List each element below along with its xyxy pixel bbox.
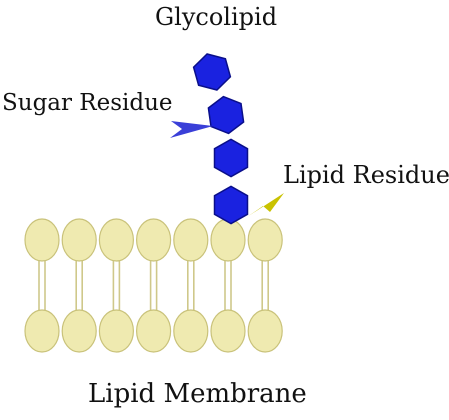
lipid-head-top	[173, 218, 209, 262]
sugar-hexagon-icon	[192, 53, 232, 91]
lipid-head-bottom	[61, 309, 97, 353]
sugar-hexagon-icon	[213, 185, 249, 225]
lipid-head-top	[24, 218, 60, 262]
lipid-head-top	[98, 218, 135, 262]
lipid-head-bottom	[24, 309, 60, 353]
pointer-arrows	[170, 121, 284, 217]
lipid-head-top	[247, 218, 283, 262]
lipid-head-top	[61, 218, 97, 262]
sugar-residue-label: Sugar Residue	[2, 90, 173, 116]
lipid-head-bottom	[247, 309, 283, 353]
lipid-head-bottom	[136, 309, 172, 353]
sugar-hexagon-icon	[213, 138, 249, 178]
sugar-chain	[192, 53, 249, 225]
lipid-head-bottom	[173, 309, 209, 353]
lipid-bilayer	[24, 218, 283, 353]
lipid-head-bottom	[98, 309, 135, 353]
sugar-hexagon-icon	[207, 95, 245, 135]
sugar-residue-arrow	[170, 121, 213, 138]
lipid-head-top	[210, 218, 246, 262]
lipid-membrane-label: Lipid Membrane	[88, 379, 307, 409]
lipid-head-top	[136, 218, 172, 262]
lipid-head-bottom	[210, 309, 246, 353]
diagram-title: Glycolipid	[155, 3, 278, 31]
lipid-residue-label: Lipid Residue	[283, 161, 449, 189]
lipid-residue-arrow	[247, 193, 284, 217]
